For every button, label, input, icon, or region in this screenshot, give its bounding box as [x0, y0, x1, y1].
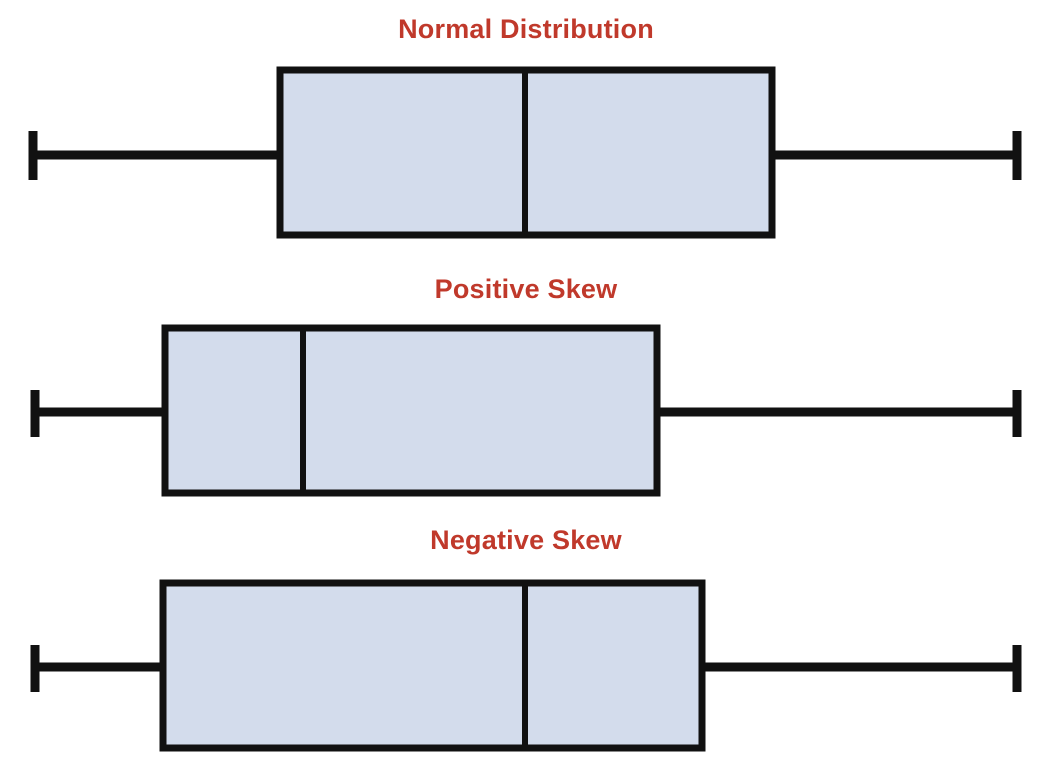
box-rect-negative	[159, 579, 706, 752]
whisker-group-normal	[28, 131, 1022, 180]
panel-title-positive-skew: Positive Skew	[434, 274, 618, 304]
box-rect-positive	[161, 324, 661, 497]
panel-title-normal-distribution: Normal Distribution	[398, 14, 654, 44]
whisker-group-positive	[30, 390, 1022, 437]
panel-title-negative-skew: Negative Skew	[430, 525, 622, 555]
box-rect-normal	[276, 66, 776, 239]
whisker-group-negative	[30, 645, 1022, 692]
